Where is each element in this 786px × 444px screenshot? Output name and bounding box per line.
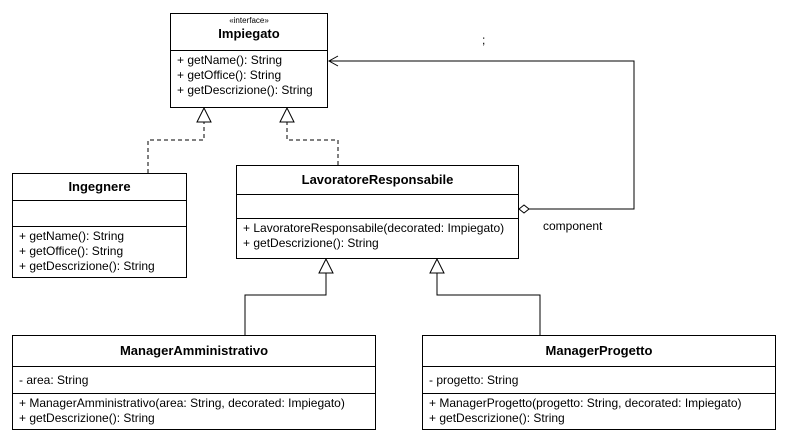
class-ingegnere-header: Ingegnere bbox=[13, 174, 186, 201]
operation: + ManagerAmministrativo(area: String, de… bbox=[19, 396, 345, 410]
realization-arrowhead-lavoratore bbox=[279, 106, 295, 123]
attributes-compartment bbox=[237, 195, 518, 219]
class-name: Impiegato bbox=[218, 26, 280, 41]
operation: + getDescrizione(): String bbox=[19, 259, 155, 273]
class-name: LavoratoreResponsabile bbox=[301, 172, 454, 187]
component-role-label: component bbox=[543, 219, 603, 233]
operations-compartment: + getName(): String + getOffice(): Strin… bbox=[171, 51, 327, 98]
realization-lavoratore bbox=[286, 122, 339, 165]
class-manager-progetto-header: ManagerProgetto bbox=[423, 336, 775, 367]
operation: + getDescrizione(): String bbox=[19, 411, 155, 425]
class-name: ManagerProgetto bbox=[545, 343, 653, 358]
operation: + getDescrizione(): String bbox=[243, 236, 379, 250]
operations-compartment: + ManagerProgetto(progetto: String, deco… bbox=[423, 394, 775, 426]
stereotype-label: «interface» bbox=[229, 16, 269, 25]
class-manager-progetto[interactable]: ManagerProgetto - progetto: String + Man… bbox=[422, 335, 776, 430]
operation: + getDescrizione(): String bbox=[429, 411, 565, 425]
operation: + LavoratoreResponsabile(decorated: Impi… bbox=[243, 221, 505, 235]
class-name: ManagerAmministrativo bbox=[119, 343, 269, 358]
aggregation-component bbox=[330, 60, 635, 210]
operation: + getOffice(): String bbox=[19, 244, 124, 258]
inheritance-arrowhead-progetto bbox=[429, 257, 445, 274]
attributes-compartment bbox=[13, 201, 186, 227]
inheritance-manager-amministrativo bbox=[244, 273, 327, 335]
class-lavoratore-responsabile[interactable]: LavoratoreResponsabile + LavoratoreRespo… bbox=[236, 165, 519, 259]
attributes-compartment: - area: String bbox=[13, 367, 375, 394]
inheritance-manager-progetto bbox=[436, 273, 541, 335]
class-lavoratore-header: LavoratoreResponsabile bbox=[237, 166, 518, 195]
inheritance-arrowhead-amministrativo bbox=[318, 257, 334, 274]
attributes-compartment: - progetto: String bbox=[423, 367, 775, 394]
realization-ingegnere bbox=[147, 122, 205, 173]
attribute: - progetto: String bbox=[429, 373, 519, 387]
operation: + getDescrizione(): String bbox=[177, 83, 313, 97]
class-name: Ingegnere bbox=[68, 179, 131, 194]
attribute: - area: String bbox=[19, 373, 89, 387]
class-ingegnere[interactable]: Ingegnere + getName(): String + getOffic… bbox=[12, 173, 187, 278]
class-impiegato[interactable]: «interface» Impiegato + getName(): Strin… bbox=[170, 13, 328, 108]
aggregation-arrowhead bbox=[327, 55, 339, 67]
class-manager-amministrativo[interactable]: ManagerAmministrativo - area: String + M… bbox=[12, 335, 376, 430]
aggregation-diamond bbox=[518, 204, 530, 214]
stray-mark: ; bbox=[482, 33, 486, 47]
operation: + ManagerProgetto(progetto: String, deco… bbox=[429, 396, 742, 410]
class-impiegato-header: «interface» Impiegato bbox=[171, 14, 327, 51]
class-manager-amministrativo-header: ManagerAmministrativo bbox=[13, 336, 375, 367]
operation: + getName(): String bbox=[177, 53, 283, 67]
operation: + getOffice(): String bbox=[177, 68, 282, 82]
operation: + getName(): String bbox=[19, 229, 125, 243]
operations-compartment: + ManagerAmministrativo(area: String, de… bbox=[13, 394, 375, 426]
realization-arrowhead-ingegnere bbox=[196, 106, 212, 123]
operations-compartment: + getName(): String + getOffice(): Strin… bbox=[13, 227, 186, 274]
operations-compartment: + LavoratoreResponsabile(decorated: Impi… bbox=[237, 219, 518, 251]
